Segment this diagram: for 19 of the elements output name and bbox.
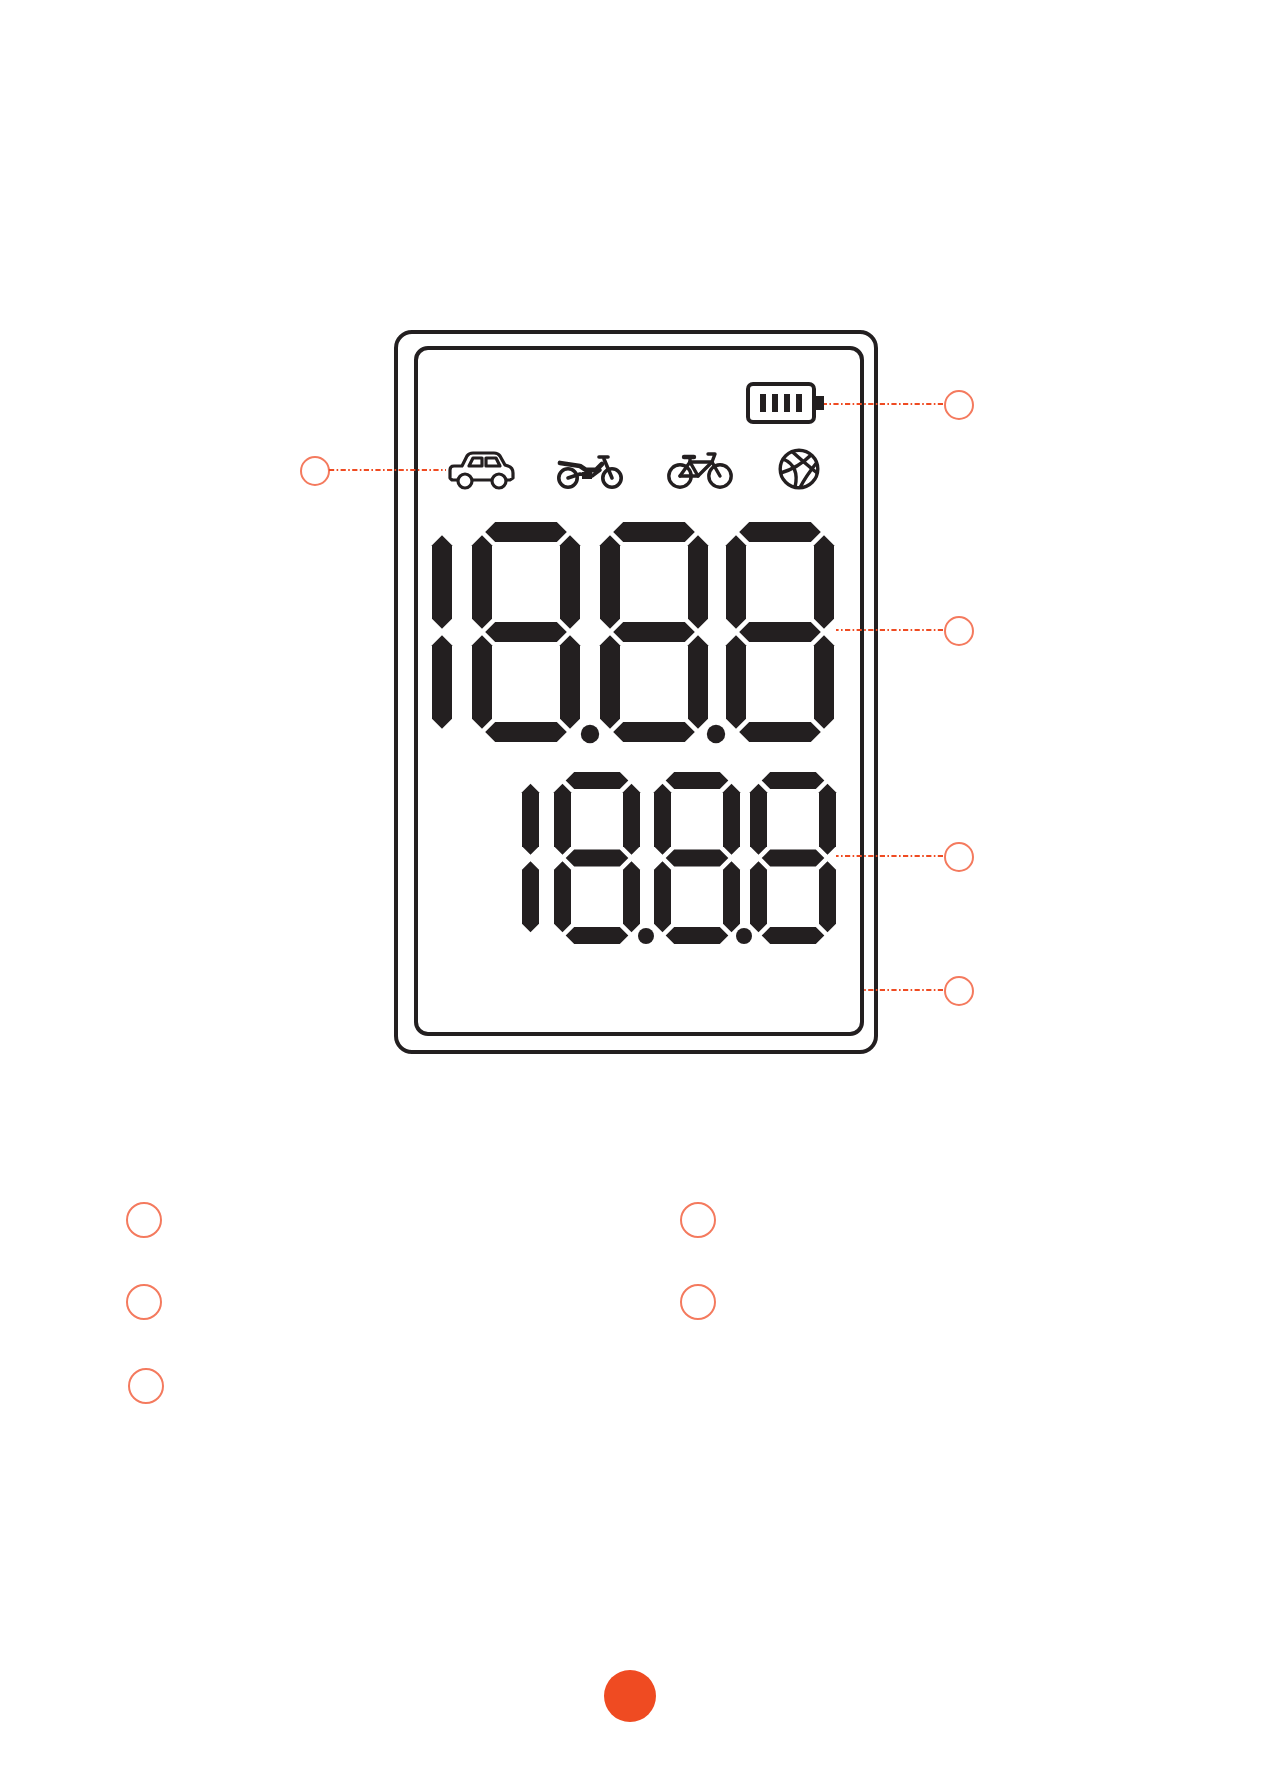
callout-circle [126, 1284, 162, 1320]
callout-circle [299, 455, 329, 485]
callout-circle [128, 1368, 164, 1404]
callout-circle [680, 1284, 716, 1320]
callout-circle [943, 975, 973, 1005]
leader-line [835, 855, 944, 857]
car-icon [446, 450, 516, 490]
segment-digits-drawing [522, 772, 836, 946]
leader-line [823, 403, 944, 405]
callout-circle [680, 1202, 716, 1238]
callout-circle [943, 841, 973, 871]
leader-line [863, 989, 944, 991]
callout-circle [943, 615, 973, 645]
segment-digits-drawing [432, 522, 836, 746]
leader-line [328, 469, 447, 471]
battery-icon [746, 382, 824, 424]
callout-circle [126, 1202, 162, 1238]
leader-line [835, 629, 944, 631]
callout-circle [943, 389, 973, 419]
